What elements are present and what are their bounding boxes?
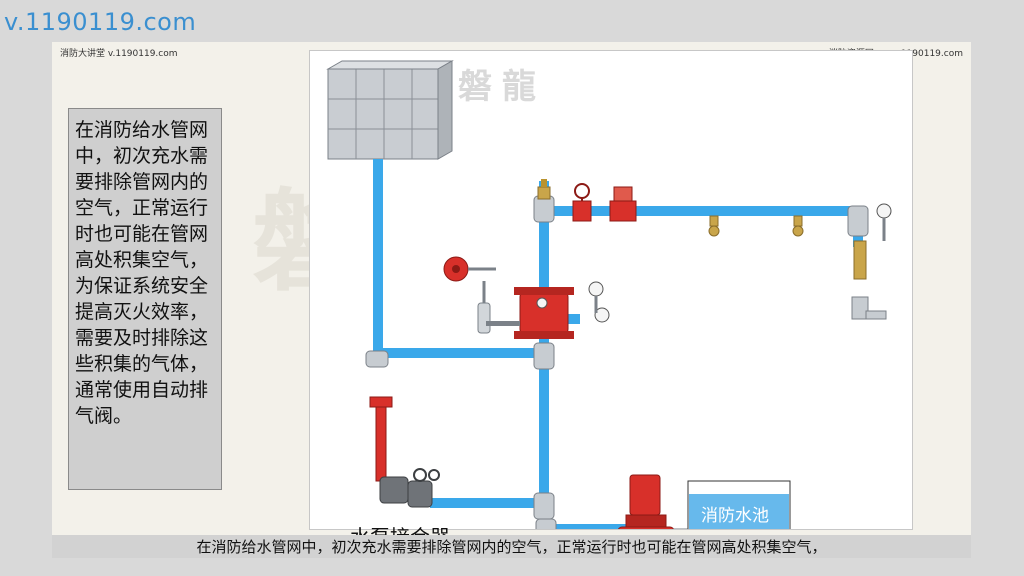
explanation-box: 在消防给水管网中，初次充水需要排除管网内的空气，正常运行时也可能在管网高处积集空…	[68, 108, 222, 490]
sprinkler-head-icon	[792, 215, 804, 237]
site-watermark: v.1190119.com	[4, 8, 197, 36]
fire-pump-connector-icon	[369, 396, 440, 508]
flow-indicator-icon	[609, 186, 637, 222]
explanation-text: 在消防给水管网中，初次充水需要排除管网内的空气，正常运行时也可能在管网高处积集空…	[75, 119, 209, 427]
fire-pump-icon	[617, 474, 691, 529]
fire-water-pool-label: 消防水池	[701, 506, 769, 526]
signal-valve-icon	[572, 183, 592, 222]
end-test-device-icon	[851, 203, 892, 320]
sprinkler-system-diagram: 磐龍	[309, 50, 913, 549]
alarm-bell-icon	[443, 256, 469, 282]
brand-logo: 磐龍	[458, 67, 546, 107]
automatic-air-vent-icon	[537, 179, 551, 200]
subtitle-bar: 在消防给水管网中，初次充水需要排除管网内的空气，正常运行时也可能在管网高处积集空…	[52, 535, 971, 558]
header-left-source: 消防大讲堂 v.1190119.com	[60, 49, 178, 59]
alarm-valve-icon	[486, 287, 574, 339]
diagram-svg	[326, 60, 892, 529]
sprinkler-head-icon	[708, 215, 720, 237]
slide: 磐 消防大讲堂 v.1190119.com 消防资源网 www.1190119.…	[52, 42, 971, 558]
fire-water-pool	[687, 480, 791, 529]
pressure-gauge-icon	[536, 281, 610, 323]
water-tank-icon	[326, 60, 454, 160]
pipe-fittings	[365, 195, 869, 529]
